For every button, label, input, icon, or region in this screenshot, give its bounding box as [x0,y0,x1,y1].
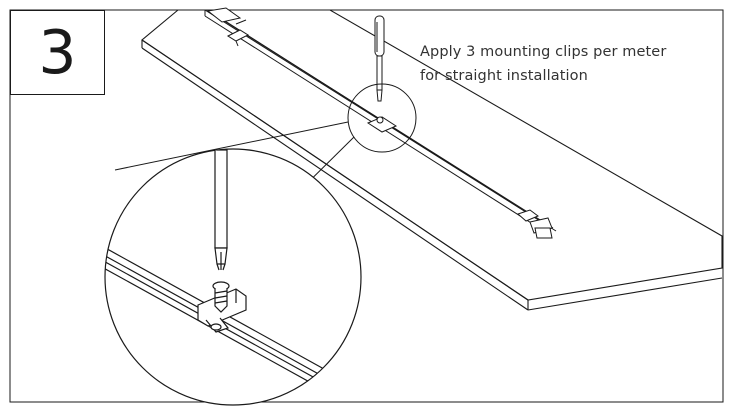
mounting-board [141,9,723,311]
outer-frame [9,9,724,403]
screwdriver-icon [374,15,385,102]
magnifier-circle [104,148,362,406]
mounting-clip-bottom [517,209,539,222]
strip-end-cap-top [206,7,247,25]
step-number: 3 [38,17,77,88]
zoomed-screw-icon [212,281,230,313]
zoomed-screwdriver-icon [214,149,228,271]
step-number-box: 3 [10,10,105,95]
caption-line-1: Apply 3 mounting clips per meter [420,44,667,60]
caption-line-2: for straight installation [420,68,588,84]
mounting-clip-top [226,29,250,47]
detail-marker-circle [347,83,417,153]
strip-end-cap-bottom [529,217,553,239]
mounting-clip-middle [366,116,398,133]
instruction-caption: Apply 3 mounting clips per meter for str… [420,40,730,88]
